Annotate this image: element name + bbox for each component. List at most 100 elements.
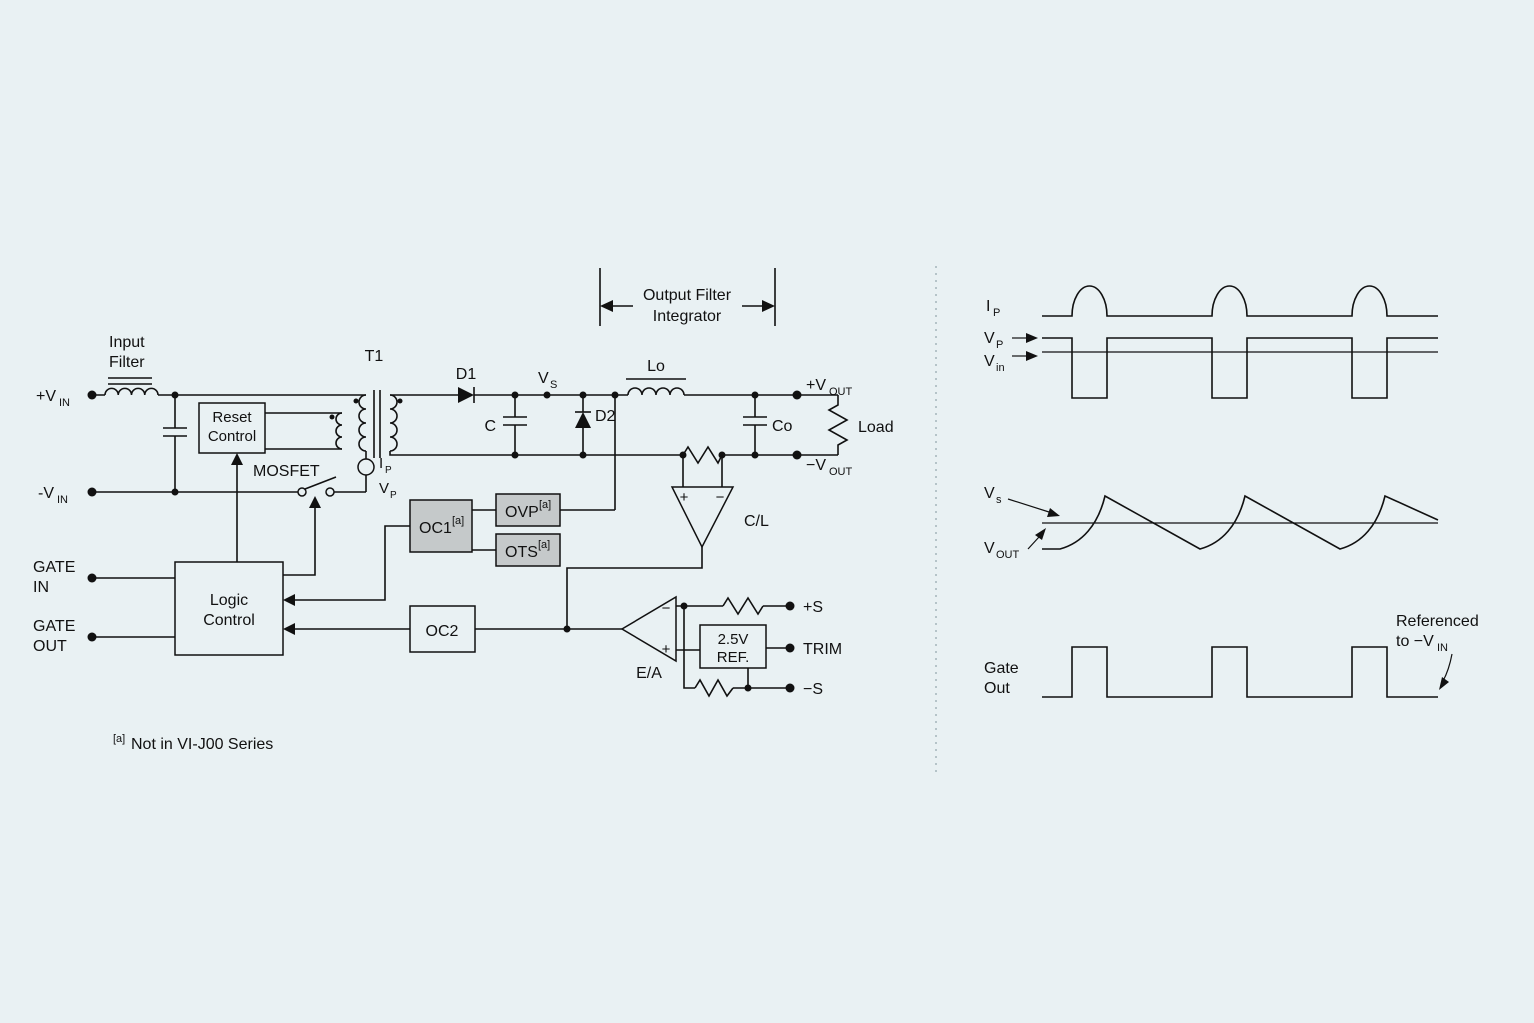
cl-comparator-triangle [670, 486, 735, 549]
junction-dot [511, 391, 519, 399]
input-filter-label-1: Input [109, 334, 145, 351]
reset-control-label-1: Reset [212, 409, 252, 426]
output-stage: D1 C V S D2 Lo Co Load +V [389, 358, 894, 478]
footnote-marker: [a] [113, 733, 125, 745]
ip-label: I [379, 455, 383, 472]
vin-minus-label: -V [38, 485, 54, 502]
current-sensor-icon [357, 458, 375, 476]
ea-label: E/A [636, 665, 662, 682]
arrow-up-icon [231, 453, 243, 465]
capacitor-c [503, 395, 527, 455]
schematic: +V IN -V IN GATE IN GATE OUT Input Filte… [33, 268, 894, 753]
gate-in-label-1: GATE [33, 559, 75, 576]
junction-dot [171, 488, 179, 496]
arrow-up-icon [309, 496, 321, 508]
aux-winding-coil [335, 412, 343, 450]
vs-trace [1042, 494, 1439, 550]
reset-aux-wires [265, 412, 342, 450]
logic-control-label-2: Control [203, 612, 255, 629]
d1-label: D1 [456, 366, 477, 383]
cl-plus-sign: + [680, 489, 689, 506]
vout-minus-terminal [792, 450, 802, 460]
arrow-icon [1035, 528, 1046, 540]
aux-phase-dot [329, 414, 335, 420]
oc1-label: OC1 [419, 520, 452, 537]
footnote: [a] Not in VI-J00 Series [113, 733, 273, 753]
ea-minus-sign: − [662, 600, 671, 617]
oc1-sup: [a] [452, 515, 464, 527]
cl-minus-sign: − [716, 489, 725, 506]
primary-winding [358, 394, 367, 452]
gate-out-label-1: GATE [33, 618, 75, 635]
logic-control-box [174, 561, 284, 656]
mosfet-switch: MOSFET [253, 463, 366, 576]
ip-waveform: I P [986, 285, 1438, 319]
sense-resistor [682, 445, 723, 465]
ovp-sense-wire [560, 395, 616, 511]
vs-sub: S [550, 379, 557, 391]
d1-diode-icon [458, 387, 474, 403]
secondary-winding [389, 394, 398, 452]
wf-vs-sub: s [996, 494, 1002, 506]
output-filter-label-2: Integrator [653, 308, 722, 325]
sense-minus-resistor [694, 678, 734, 698]
sense-plus-terminal [785, 601, 795, 611]
oc1-to-logic-wire [295, 525, 410, 601]
vin-plus-sub: IN [59, 397, 70, 409]
waveforms: I P V P V in V s V OUT [984, 285, 1479, 698]
referenced-label-2-sub: IN [1437, 642, 1448, 654]
wf-gate-label-2: Out [984, 680, 1010, 697]
arrow-left-icon [600, 300, 613, 312]
capacitor-co [743, 395, 767, 455]
sense-minus-terminal [785, 683, 795, 693]
oc1-box [409, 499, 473, 553]
wf-vp-sub: P [996, 339, 1003, 351]
wf-vin-sub: in [996, 362, 1005, 374]
wf-vs-label: V [984, 485, 995, 502]
load-label: Load [858, 419, 894, 436]
wf-gate-label-1: Gate [984, 660, 1019, 677]
referenced-annotation: Referenced to −V IN [1396, 613, 1479, 690]
junction-dot [611, 391, 619, 399]
ip-sub: P [385, 465, 392, 476]
vs-vout-waveform: V s V OUT [984, 485, 1439, 561]
comparator-input-wires [682, 455, 723, 487]
gate-drive-wire [283, 502, 316, 576]
vin-plus-label: +V [36, 388, 56, 405]
wf-vout-sub: OUT [996, 549, 1020, 561]
trim-terminal [785, 643, 795, 653]
ovp-label: OVP [505, 504, 539, 521]
reset-control-block: Reset Control [198, 402, 343, 562]
arrow-left-icon [283, 594, 295, 606]
primary-phase-dot [353, 398, 359, 404]
wf-ip-sub: P [993, 307, 1000, 319]
input-terminals: +V IN -V IN GATE IN GATE OUT [33, 388, 97, 655]
t1-label: T1 [365, 348, 384, 365]
ea-plus-sign: + [662, 641, 671, 658]
oc1-ovp-ots-wires [472, 509, 496, 551]
vout-plus-sub: OUT [829, 386, 853, 398]
junction-dot [680, 602, 688, 610]
arrow-left-icon [283, 623, 295, 635]
vp-label: V [379, 480, 389, 497]
d2-label: D2 [595, 408, 616, 425]
protection-blocks: OC1 [a] OVP [a] OTS [a] OC2 [409, 395, 622, 653]
referenced-pointer-curve [1442, 653, 1453, 682]
ref-label-1: 2.5V [718, 631, 749, 648]
reset-control-box [198, 402, 266, 454]
input-filter: Input Filter [92, 334, 366, 496]
vout-minus-sub: OUT [829, 466, 853, 478]
oc2-label: OC2 [426, 623, 459, 640]
vout-plus-terminal [792, 390, 802, 400]
referenced-label-1: Referenced [1396, 613, 1479, 630]
ip-trace [1042, 285, 1438, 317]
sense-plus-resistor [722, 596, 764, 616]
vs-pointer-line [1007, 498, 1050, 513]
switch-blade [304, 476, 337, 490]
vs-node-dot [543, 391, 551, 399]
current-limit-comparator: + − C/L [566, 445, 769, 629]
reset-control-label-2: Control [208, 428, 256, 445]
vs-label: V [538, 370, 549, 387]
